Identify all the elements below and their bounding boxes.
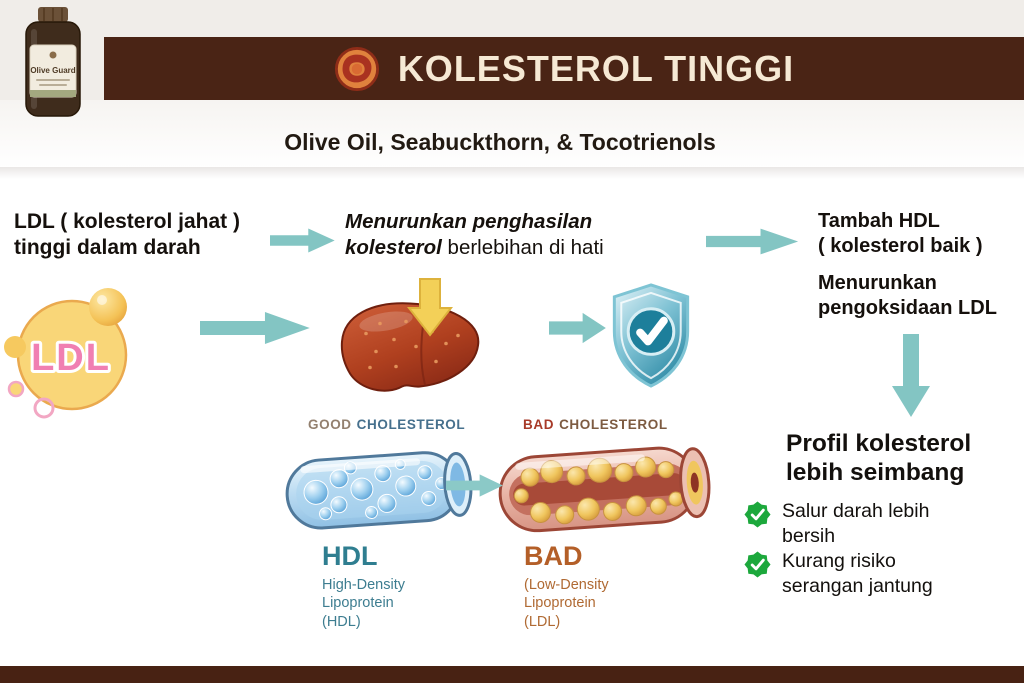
outcome-bullet-text: Salur darah lebih bersih bbox=[782, 499, 929, 549]
ldl-high-line1: LDL ( kolesterol jahat ) bbox=[14, 210, 240, 233]
ldl-particle-illustration: LDL bbox=[4, 281, 148, 419]
product-label-text: Olive Guard bbox=[30, 66, 75, 75]
bullet2-line1: Kurang risiko bbox=[782, 550, 896, 572]
add-hdl-line2: ( kolesterol baik ) bbox=[818, 235, 983, 257]
bad-word: BAD bbox=[523, 417, 555, 432]
check-badge-icon bbox=[744, 551, 771, 578]
clean-blood-vessel-illustration bbox=[278, 423, 478, 556]
arrow-down-into-liver-icon bbox=[407, 277, 453, 337]
arrow-right-icon bbox=[200, 310, 312, 346]
cholesterol-word: CHOLESTEROL bbox=[559, 417, 668, 432]
reduce-production-emphasis: Menurunkan penghasilan kolesterol bbox=[345, 210, 593, 259]
reduce-oxidation-line1: Menurunkan bbox=[818, 272, 937, 294]
clogged-blood-vessel-illustration bbox=[491, 421, 717, 558]
reduce-production-rest: berlebihan di hati bbox=[441, 235, 604, 259]
arrow-down-icon bbox=[891, 334, 931, 418]
arrow-right-icon bbox=[706, 227, 800, 256]
top-background-strip bbox=[0, 0, 1024, 38]
ldl-description: BAD (Low-Density Lipoprotein (LDL) bbox=[524, 541, 609, 631]
hdl-description: HDL High-Density Lipoprotein (HDL) bbox=[322, 541, 405, 631]
arrow-right-icon bbox=[549, 311, 607, 345]
hdl-title: HDL bbox=[322, 541, 378, 571]
good-cholesterol-label: GOOD CHOLESTEROL bbox=[308, 417, 465, 432]
add-hdl-text: Tambah HDL ( kolesterol baik ) bbox=[818, 209, 983, 259]
hdl-desc-line1: High-Density bbox=[322, 577, 405, 593]
cholesterol-word: CHOLESTEROL bbox=[356, 417, 466, 432]
bad-cholesterol-label: BAD CHOLESTEROL bbox=[523, 417, 668, 432]
outcome-bullet: Kurang risiko serangan jantung bbox=[744, 549, 933, 599]
ldl-high-text: LDL ( kolesterol jahat ) tinggi dalam da… bbox=[14, 209, 240, 260]
page-title: KOLESTEROL TINGGI bbox=[397, 47, 795, 89]
subtitle: Olive Oil, Seabuckthorn, & Tocotrienols bbox=[284, 129, 716, 155]
add-hdl-line1: Tambah HDL bbox=[818, 210, 940, 232]
hdl-desc-line3: (HDL) bbox=[322, 613, 361, 630]
header-bar: KOLESTEROL TINGGI bbox=[104, 37, 1024, 100]
bullet2-line2: serangan jantung bbox=[782, 574, 933, 597]
good-word: GOOD bbox=[308, 417, 352, 432]
hdl-desc-line2: Lipoprotein bbox=[322, 595, 394, 612]
ldl-badge-text: LDL bbox=[31, 337, 111, 379]
artery-cross-section-icon bbox=[334, 46, 380, 92]
check-badge-icon bbox=[744, 501, 771, 528]
product-bottle-image: Olive Guard bbox=[6, 5, 100, 121]
bad-desc-line3: (LDL) bbox=[524, 613, 561, 630]
liver-illustration bbox=[336, 291, 486, 404]
reduce-production-text: Menurunkan penghasilan kolesterol berleb… bbox=[345, 209, 657, 260]
outcome-title-line2: lebih seimbang bbox=[786, 459, 965, 487]
outcome-bullet: Salur darah lebih bersih bbox=[744, 499, 929, 549]
arrow-right-icon bbox=[446, 473, 504, 498]
shield-check-illustration bbox=[607, 282, 695, 389]
section-divider bbox=[0, 167, 1024, 179]
bullet1-line2: bersih bbox=[782, 524, 836, 547]
footer-bar bbox=[0, 666, 1024, 683]
ldl-high-line2: tinggi dalam darah bbox=[14, 235, 201, 259]
outcome-bullet-text: Kurang risiko serangan jantung bbox=[782, 549, 933, 599]
bad-desc-line1: (Low-Density bbox=[524, 577, 609, 593]
reduce-oxidation-text: Menurunkan pengoksidaan LDL bbox=[818, 271, 997, 321]
arrow-right-icon bbox=[270, 227, 336, 254]
bullet1-line1: Salur darah lebih bbox=[782, 500, 930, 522]
outcome-title: Profil kolesterol lebih seimbang bbox=[786, 429, 971, 488]
outcome-title-line1: Profil kolesterol bbox=[786, 430, 972, 457]
reduce-oxidation-line2: pengoksidaan LDL bbox=[818, 297, 997, 319]
bad-title: BAD bbox=[524, 541, 583, 571]
subtitle-background bbox=[0, 100, 1024, 168]
bad-desc-line2: Lipoprotein bbox=[524, 595, 596, 612]
